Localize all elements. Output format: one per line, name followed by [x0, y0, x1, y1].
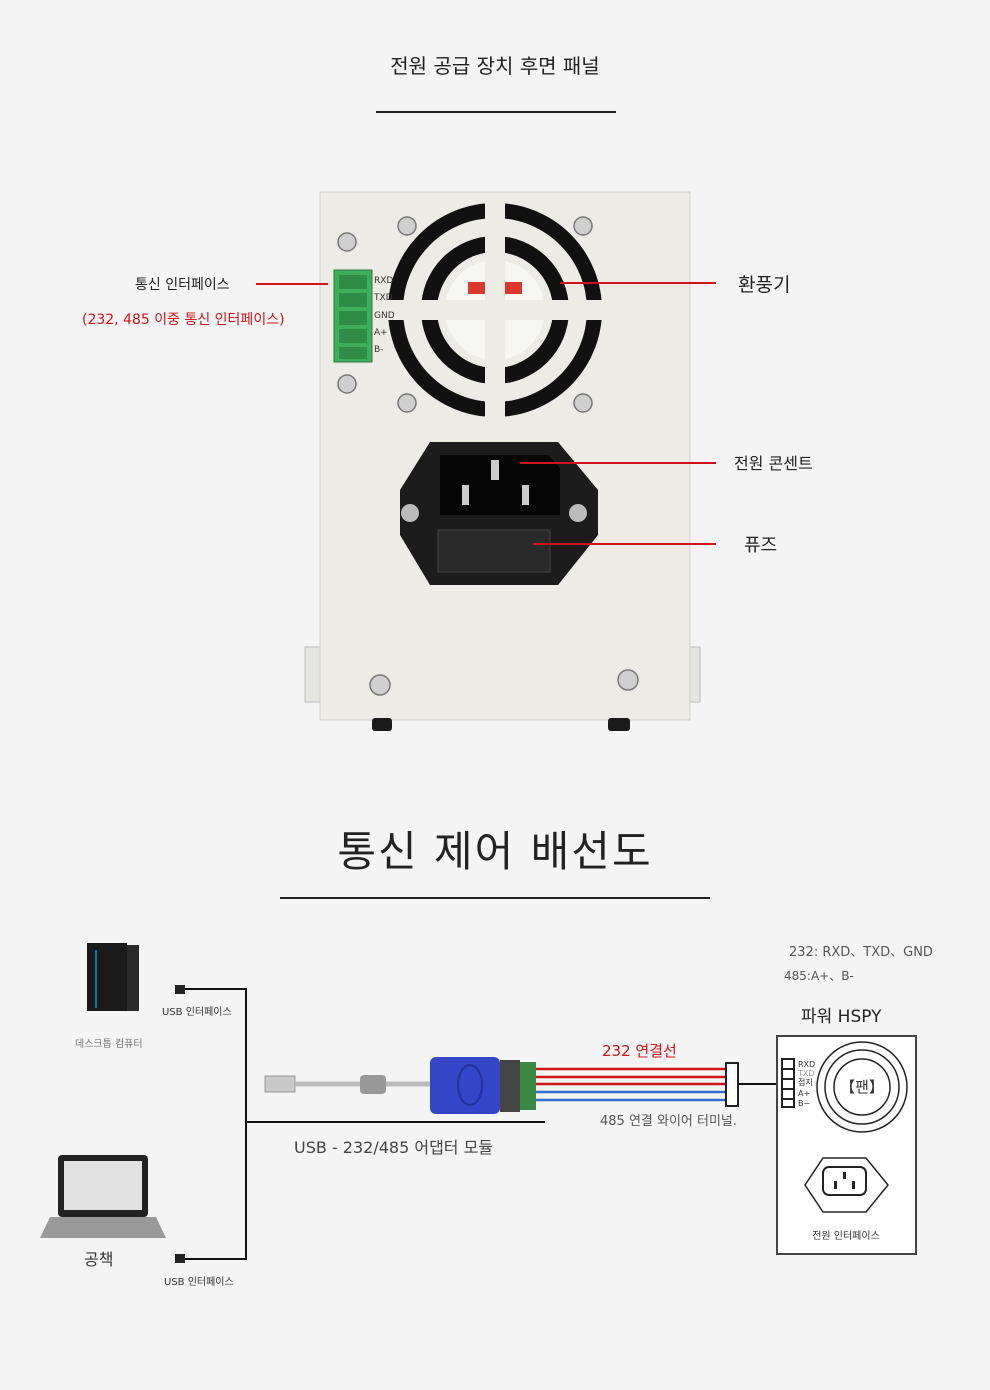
- device-diagram: RXD TXD 접지 A+ B− 【팬】 전원 인터페이스: [776, 1035, 917, 1255]
- usb-cable-line: [185, 988, 247, 1260]
- usb-plug-icon: [175, 985, 185, 994]
- terminal-block: [333, 269, 373, 363]
- terminal-label: TXD: [373, 293, 393, 303]
- wire-terminal: [725, 1062, 739, 1107]
- device-terminal-label: RXD: [798, 1060, 815, 1069]
- device-terminal-label: A+: [798, 1089, 810, 1098]
- device-title: 파워 HSPY: [801, 1007, 882, 1027]
- wiring-diagram: 데스크톱 컴퓨터 공책 USB 인터페이스 USB 인터페이스 232 연결선 …: [40, 943, 933, 1288]
- adapter-label: USB - 232/485 어댑터 모듈: [294, 1138, 493, 1157]
- device-power-label: 전원 인터페이스: [812, 1230, 880, 1242]
- usb-plug-icon: [175, 1254, 185, 1263]
- callout-comm-interface: 통신 인터페이스: [135, 277, 230, 293]
- usb-interface-label: USB 인터페이스: [162, 1006, 232, 1018]
- foot: [372, 718, 392, 731]
- power-socket-icon: [804, 1157, 889, 1213]
- fan-icon: [816, 1041, 908, 1133]
- pin-note-232: 232: RXD、TXD、GND: [789, 945, 933, 960]
- fan-grille: [380, 195, 610, 425]
- callout-line: [533, 543, 716, 545]
- laptop-label: 공책: [84, 1250, 113, 1269]
- foot: [608, 718, 630, 731]
- callout-comm-interface-note: (232, 485 이중 통신 인터페이스): [82, 312, 285, 328]
- wire-232-label: 232 연결선: [602, 1042, 677, 1060]
- usb-interface-label: USB 인터페이스: [164, 1276, 234, 1288]
- callout-line: [256, 283, 328, 285]
- title-divider: [376, 111, 616, 113]
- device-terminal-label: 접지: [798, 1077, 813, 1087]
- pin-note-485: 485:A+、B-: [784, 969, 854, 983]
- wires: [536, 1067, 726, 1102]
- rear-panel-title: 전원 공급 장치 후면 패널: [390, 54, 600, 78]
- callout-fan: 환풍기: [738, 274, 791, 296]
- terminal-label: GND: [374, 311, 395, 321]
- wiring-title: 통신 제어 배선도: [337, 827, 653, 876]
- device-terminal-label: B−: [798, 1099, 810, 1108]
- usb-adapter-image: [264, 1057, 536, 1114]
- device-fan-label: 【팬】: [840, 1078, 884, 1096]
- wire-485-label: 485 연결 와이어 터미널.: [600, 1114, 737, 1129]
- power-supply-rear-image: RXD TXD GND A+ B-: [304, 191, 701, 731]
- callout-line: [560, 282, 716, 284]
- callout-power-socket: 전원 콘센트: [734, 454, 813, 473]
- laptop-icon: [40, 1155, 166, 1238]
- screws: [337, 216, 639, 696]
- desktop-computer-icon: [87, 943, 139, 1011]
- callout-line: [520, 462, 716, 464]
- desktop-label: 데스크톱 컴퓨터: [75, 1038, 143, 1050]
- terminal-label: RXD: [374, 276, 393, 286]
- terminal-label: B-: [374, 345, 383, 355]
- terminal-label: A+: [374, 328, 388, 338]
- wiring-title-divider: [280, 897, 710, 899]
- power-socket: [400, 442, 598, 585]
- callout-fuse: 퓨즈: [744, 535, 778, 556]
- device-terminal-label: TXD: [797, 1069, 815, 1078]
